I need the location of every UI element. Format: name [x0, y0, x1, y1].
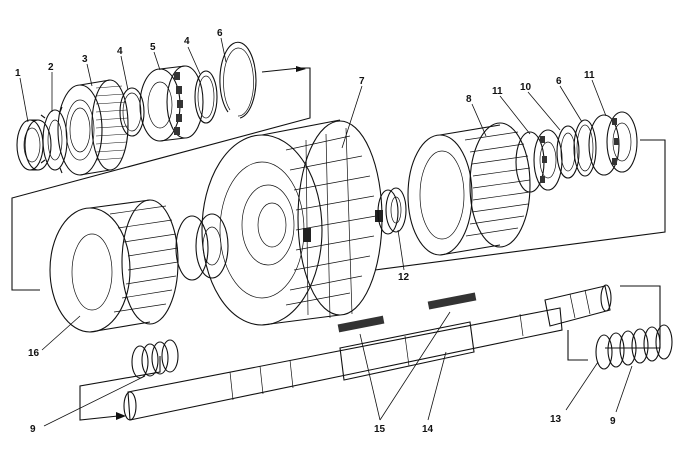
- part-4-shim-right: [194, 70, 218, 124]
- label-5: 5: [150, 42, 156, 53]
- label-8: 8: [466, 94, 472, 105]
- part-1-lock-nut: [16, 119, 52, 171]
- part-2-tab-washer: [40, 106, 68, 174]
- label-3: 3: [82, 54, 88, 65]
- label-9-left: 9: [30, 424, 36, 435]
- part-11-bearing-left: [515, 129, 563, 193]
- label-13: 13: [550, 414, 562, 425]
- label-7: 7: [359, 76, 365, 87]
- label-11-right: 11: [584, 70, 595, 81]
- input-roller-bearing: [175, 213, 229, 281]
- label-15: 15: [374, 424, 386, 435]
- part-7-clutch-drum: [201, 119, 383, 326]
- part-15-keys: [337, 292, 477, 333]
- label-2: 2: [48, 62, 54, 73]
- part-10-ring: [556, 125, 580, 179]
- assembly-guide-lines: [11, 66, 666, 421]
- label-1: 1: [15, 68, 21, 79]
- label-12: 12: [398, 272, 410, 283]
- leader-lines: [19, 37, 633, 427]
- label-9-right: 9: [610, 416, 616, 427]
- part-number-labels: 1 2 3 4 5 4 6 7 8 11 10 6 11 12 16 9 15 …: [15, 28, 616, 435]
- label-6-left: 6: [217, 28, 223, 39]
- part-9-spring-left: [131, 339, 179, 379]
- part-5-roller-bearing: [139, 65, 204, 142]
- label-4-right: 4: [184, 36, 190, 47]
- part-12-small-bearing: [377, 187, 407, 235]
- label-14: 14: [422, 424, 434, 435]
- part-13-9-springs-right: [595, 324, 673, 370]
- part-16-double-gear: [49, 199, 179, 333]
- part-6-snap-ring-right: [573, 119, 597, 177]
- label-10: 10: [520, 82, 532, 93]
- label-16: 16: [28, 348, 40, 359]
- part-8-output-gear: [407, 122, 531, 256]
- label-11-left: 11: [492, 86, 503, 97]
- part-14-main-shaft: [123, 284, 612, 421]
- part-4-shim-left: [119, 87, 145, 137]
- part-11-bearing-right: [588, 111, 638, 176]
- part-3-coupling: [57, 79, 129, 176]
- label-4-left: 4: [117, 46, 123, 57]
- label-6-right: 6: [556, 76, 562, 87]
- part-6-snap-ring-left: [219, 41, 257, 119]
